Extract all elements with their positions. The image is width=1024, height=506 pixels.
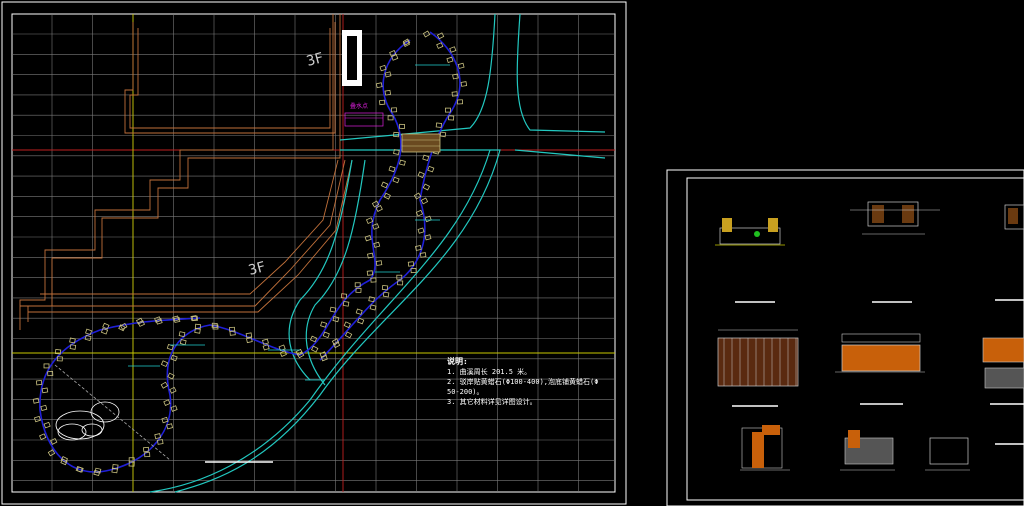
detail-wall-section <box>850 201 940 303</box>
notes-title: 说明: <box>447 357 468 366</box>
detail-curb-section <box>840 430 895 471</box>
plan-sheet <box>1 1 627 505</box>
detail-box-section <box>925 437 1024 471</box>
detail-channel-section <box>715 218 785 303</box>
rock-pile <box>54 364 171 461</box>
floor-label-2: 3F <box>247 259 267 279</box>
detail-orange-section <box>835 333 925 405</box>
note-line-3: 50-200)。 <box>447 388 484 396</box>
detail-edge-section <box>995 204 1024 301</box>
note-line-2: 2. 驳岸贴黄蜡石(Φ100-400),泡底铺黄蜡石(Φ <box>447 378 599 386</box>
detail-grating-plan <box>717 329 799 407</box>
detail-post-section <box>740 425 790 471</box>
stream-stones <box>32 30 468 476</box>
stream-bridge <box>401 133 441 153</box>
note-line-4: 3. 其它材料详见详图设计。 <box>447 398 537 406</box>
tower-block <box>342 30 362 86</box>
stream-edge <box>39 31 461 473</box>
callout-label: 叠水点 <box>350 102 368 110</box>
note-line-1: 1. 曲溪周长 201.5 米。 <box>447 368 532 376</box>
grid-lines <box>12 14 615 492</box>
annotation-callouts: 叠水点 <box>128 64 450 463</box>
floor-label-1: 3F <box>305 50 325 70</box>
road-curves <box>149 13 606 493</box>
detail-sheet <box>666 169 1024 506</box>
detail-edge-orange <box>982 337 1024 405</box>
building-outline <box>19 14 353 330</box>
